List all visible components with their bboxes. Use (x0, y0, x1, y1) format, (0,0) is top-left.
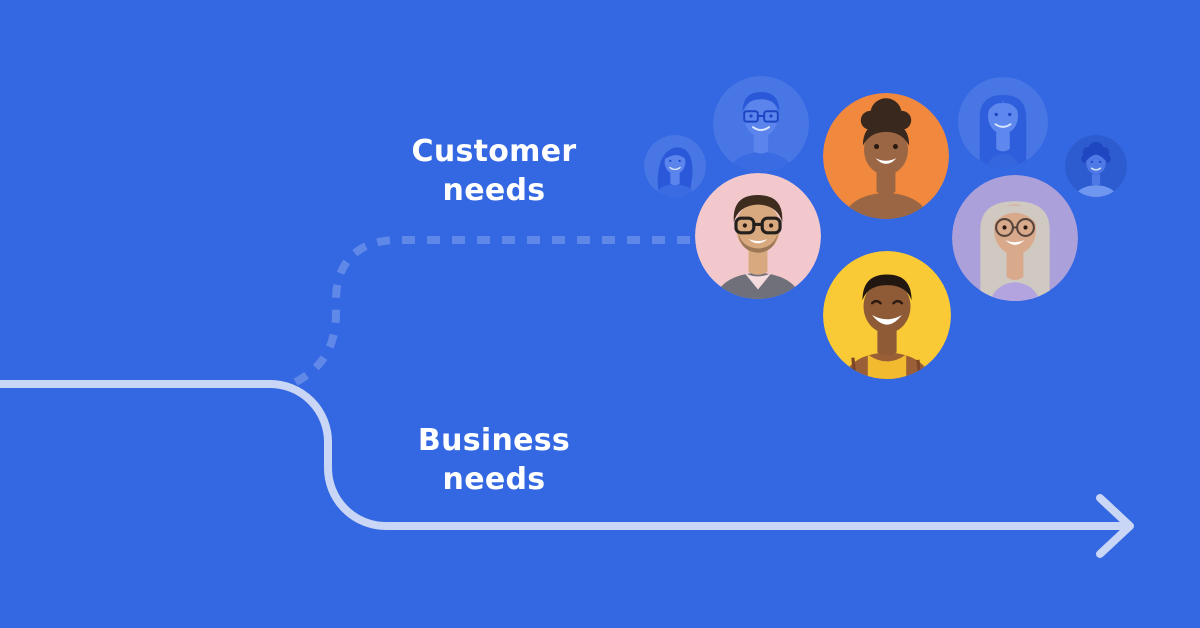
arrow-right-icon (1096, 494, 1134, 558)
customer-path-line (286, 236, 690, 390)
avatar-young-man (823, 251, 951, 379)
faded-avatar-man-glasses (713, 76, 809, 172)
avatar-older-woman (952, 175, 1078, 301)
faded-avatar-woman-curly (1065, 135, 1127, 197)
business-needs-line1: Business (417, 423, 571, 458)
glasses-icon (743, 110, 779, 123)
avatar-man-glasses (695, 173, 821, 299)
customer-needs-line1: Customer (411, 134, 577, 169)
business-needs-label: Business needs (364, 421, 624, 499)
faded-avatar-woman-long-hair (958, 77, 1048, 167)
glasses-icon (734, 216, 782, 235)
glasses-icon (995, 218, 1035, 237)
customer-needs-label: Customer needs (364, 132, 624, 210)
faded-avatar-woman-wavy (644, 135, 706, 197)
business-needs-line2: needs (442, 462, 546, 497)
avatar-woman-curly-updo (823, 93, 949, 219)
customer-needs-line2: needs (442, 173, 546, 208)
business-path-line (0, 380, 1130, 530)
